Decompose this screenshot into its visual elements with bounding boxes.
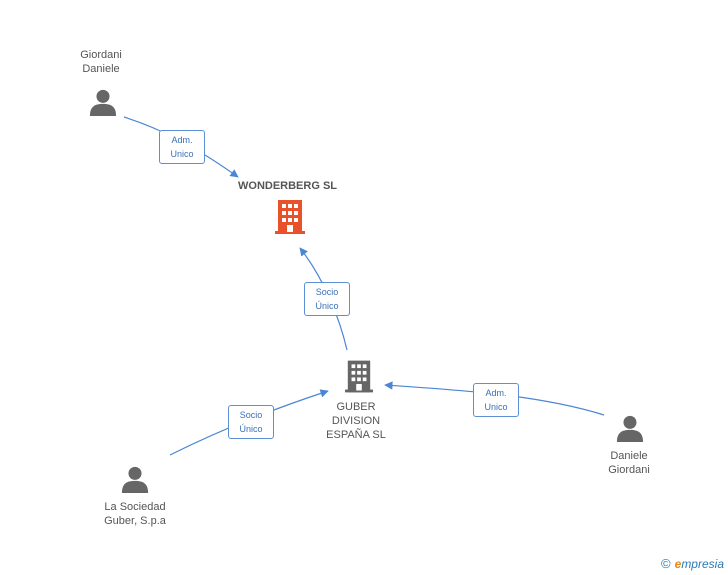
node-label-la-sociedad[interactable]: La Sociedad Guber, S.p.a bbox=[104, 501, 166, 527]
node-label-guber-division[interactable]: GUBER DIVISION ESPAÑA SL bbox=[326, 401, 386, 441]
copyright-icon: © bbox=[661, 556, 671, 571]
node-label-daniele-giordani[interactable]: Daniele Giordani bbox=[608, 450, 650, 476]
person-icon bbox=[616, 415, 644, 442]
building-icon bbox=[345, 360, 373, 393]
brand-rest: mpresia bbox=[681, 557, 724, 571]
node-label-wonderberg[interactable]: WONDERBERG SL bbox=[238, 180, 337, 192]
building-icon bbox=[275, 200, 305, 234]
node-label-giordani-daniele[interactable]: Giordani Daniele bbox=[80, 49, 122, 75]
person-icon bbox=[121, 466, 149, 493]
edge-label-socio-unico: Socio Único bbox=[228, 405, 274, 439]
edge-label-adm-unico: Adm. Unico bbox=[473, 383, 519, 417]
person-icon bbox=[89, 89, 117, 116]
edge-label-adm-unico: Adm. Unico bbox=[159, 130, 205, 164]
edge-label-socio-unico: Socio Único bbox=[304, 282, 350, 316]
brand-e: e bbox=[674, 557, 682, 571]
empresia-logo[interactable]: ©empresia bbox=[661, 556, 724, 571]
